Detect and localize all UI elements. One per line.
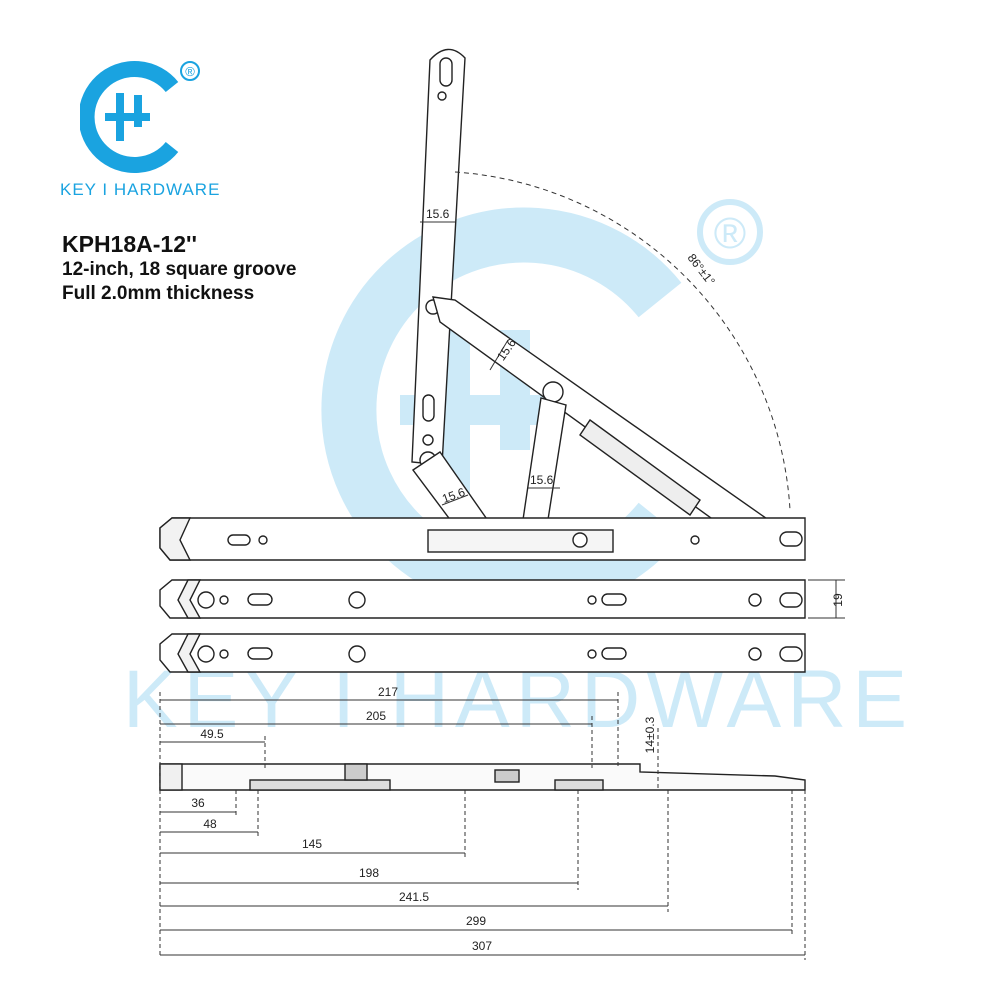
arm-width-label-4: 15.6: [530, 473, 554, 487]
brand-logo-icon: ®: [80, 61, 200, 173]
dim-145: 145: [302, 837, 322, 851]
track-closed-2: [159, 633, 806, 673]
product-line-2: Full 2.0mm thickness: [62, 283, 255, 304]
opening-angle-label: 86°±1°: [685, 251, 718, 288]
watermark-registered-icon: ®: [697, 199, 763, 265]
dim-217: 217: [378, 685, 398, 699]
dim-299: 299: [466, 914, 486, 928]
diagonal-arm: [432, 296, 782, 553]
dim-307: 307: [472, 939, 492, 953]
dim-48: 48: [203, 817, 217, 831]
product-model: KPH18A-12'': [62, 231, 197, 257]
svg-text:®: ®: [185, 64, 195, 79]
arm-width-label-1: 15.6: [426, 207, 450, 221]
dim-205: 205: [366, 709, 386, 723]
dim-198: 198: [359, 866, 379, 880]
track-closed-1: [159, 579, 806, 619]
dim-49-5: 49.5: [200, 727, 224, 741]
product-info: KPH18A-12'' 12-inch, 18 square groove Fu…: [62, 230, 296, 306]
registered-icon: ®: [180, 61, 200, 81]
main-arm: [411, 48, 466, 469]
track-open: [159, 517, 806, 561]
svg-text:®: ®: [714, 209, 746, 258]
height-label: 14±0.3: [643, 716, 657, 753]
side-view: [159, 763, 806, 791]
brand-name: KEY I HARDWARE: [60, 180, 221, 199]
dim-36: 36: [191, 796, 205, 810]
product-line-1: 12-inch, 18 square groove: [62, 259, 297, 280]
track-width-label: 19: [831, 593, 845, 607]
dim-241-5: 241.5: [399, 890, 429, 904]
